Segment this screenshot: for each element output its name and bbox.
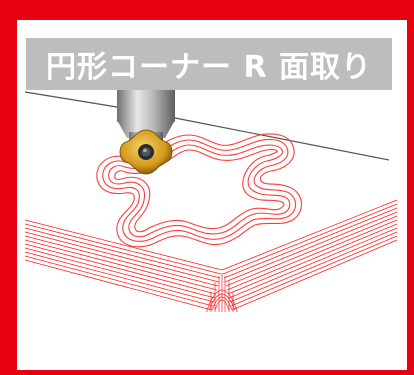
cutting-insert-icon [119, 129, 173, 175]
page-title: 円形コーナー R 面取り [46, 50, 372, 85]
cross-toolpath [96, 133, 302, 248]
plate [24, 91, 390, 161]
title-bar: 円形コーナー R 面取り [26, 38, 392, 90]
left-edge-chamfer-lines [24, 219, 223, 311]
chamfering-illustration [24, 82, 398, 312]
corner-chamfer-mesh [206, 273, 238, 312]
right-edge-chamfer-lines [221, 199, 398, 311]
content-panel: 円形コーナー R 面取り [17, 20, 407, 370]
